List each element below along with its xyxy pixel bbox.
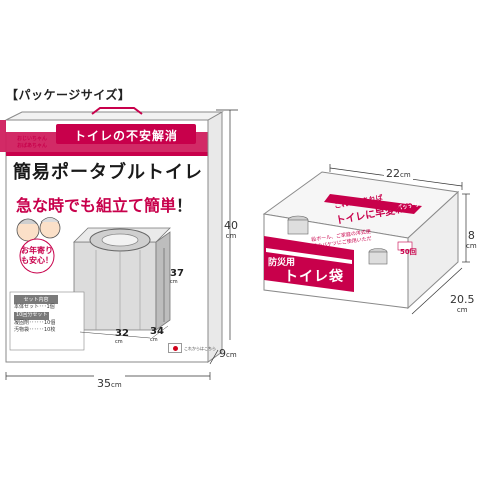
box1-catch-red1: 急な時でも [15,196,96,215]
box1-dim-depth: 9cm [219,347,237,360]
heading: 【パッケージサイズ】 [6,88,131,102]
box1-bubble: お年寄りも安心！ [21,246,53,265]
box2-label-name: トイレ袋 [284,269,344,285]
box1-info-line: 本体セット･･･1個 [14,304,55,310]
box2-label-bg [264,236,354,292]
box1-info-title: セット内容 [14,295,58,304]
box1-top-label: トイレの不安解消 [73,129,178,143]
box1-side [207,111,223,363]
box1-top [5,111,224,121]
box2-side [407,190,459,310]
box2-dimension-lines [329,164,470,315]
box1-info: 本体セット･･･1個 10回分セット 凝固剤･･････10個 汚物袋･････… [14,304,80,335]
box1-info-line: 10回分セット [14,311,50,320]
box1-logo: おじいちゃん おばあちゃん [16,136,47,149]
box2-dim-width: 22cm [384,164,413,180]
box1-catch-red2: 組立て簡単 [95,196,176,215]
box2-label-small: 防災用 [268,258,296,268]
japan-flag-icon [168,343,182,353]
box1-handle [91,107,143,115]
box1-catch-black: ！ [176,196,193,215]
box1-dim-width: 35cm [94,374,125,390]
box1-info-line: 凝固剤･･････10個 [14,319,56,326]
box1-info-line: 汚物袋･･････10枚 [14,327,56,334]
box1-made-in: これからはこちら [184,346,216,351]
box1-catchphrase: 急な時でも組立て簡単！ [4,192,204,216]
box1-front [0,119,209,363]
box2-count: 50回 [400,248,417,256]
box1-title: 簡易ポータブルトイレ [13,162,203,183]
